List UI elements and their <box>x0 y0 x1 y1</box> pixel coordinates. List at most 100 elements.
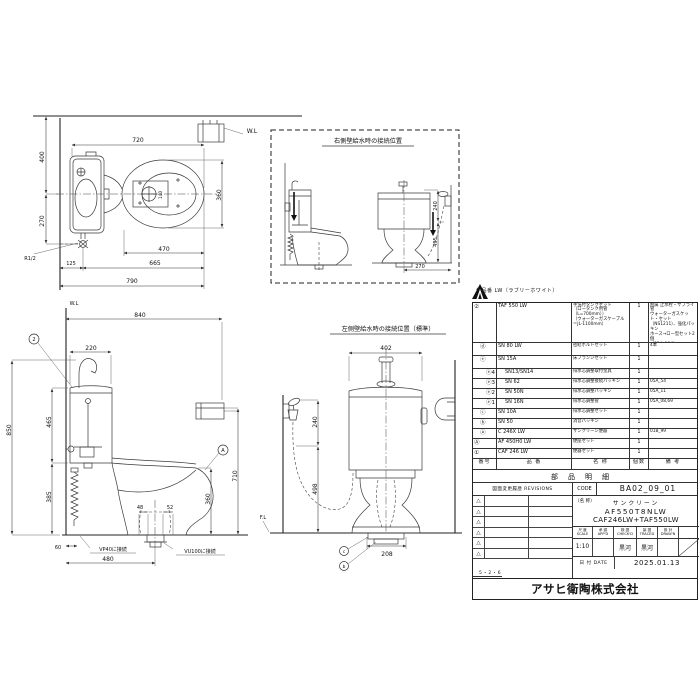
row-remarks: 05A_08,69 <box>649 399 697 409</box>
plan-dim-665: 665 <box>149 260 161 267</box>
side-dim-52: 52 <box>167 505 173 511</box>
traced-stamp: 黒河 <box>637 539 658 556</box>
front-view-title: 左側壁給水時の接続位置（標準） <box>342 325 435 333</box>
plan-dim-360: 360 <box>216 189 223 201</box>
side-view: W.L 840 2 220 <box>6 301 248 566</box>
table-header-row: 番号 品 番 名 称 個数 備 考 <box>473 459 697 470</box>
product-model: AF550T8NLW <box>604 507 668 516</box>
front-dim-240: 240 <box>312 416 319 428</box>
row-part: SN 62 <box>497 379 572 389</box>
date-label: 日 付 DATE <box>573 557 615 569</box>
revision-row: △ <box>473 548 572 559</box>
corner-note: 5・2・6 <box>473 568 502 577</box>
row-name: 便器セット <box>572 449 630 459</box>
side-dim-480: 480 <box>102 556 114 563</box>
front-view: 左側壁給水時の接続位置（標準） F.L 402 240 498 <box>260 325 462 571</box>
row-name: 排水芯調整取付金具 <box>572 369 630 379</box>
row-part: TAF 550 LW <box>497 303 572 343</box>
revision-row: △ <box>473 506 572 517</box>
row-part: C 246X LW <box>497 429 572 439</box>
row-name: 排水芯調整管 <box>572 399 630 409</box>
plan-r-half-label: R1/2 <box>24 256 36 262</box>
row-qty: 1 <box>630 389 649 399</box>
plan-dim-720: 720 <box>132 137 144 144</box>
row-mark: ⓔ1 <box>473 399 497 409</box>
inset-dim-240: 240 <box>433 201 439 211</box>
inset-dim-495: 495 <box>433 237 439 247</box>
table-row: ⓔ1 SN 16N 排水芯調整管 1 05A_08,69 <box>473 399 697 409</box>
table-row: ① CAF 246 LW 便器セット 1 <box>473 449 697 459</box>
inset-right-supply: 右側壁給水時の接続位置 240 495 <box>270 129 460 284</box>
row-remarks: 05A_11 <box>649 389 697 399</box>
diagonal-slash <box>679 539 699 556</box>
row-part: SN 16N <box>497 399 572 409</box>
scale-label: 尺 度 SCALE <box>573 527 593 538</box>
row-mark: Ⓐ <box>473 439 497 449</box>
row-name: サンクリーン便器 <box>572 429 630 439</box>
row-qty: 1 <box>630 356 649 369</box>
row-remarks <box>649 439 697 449</box>
row-mark: ⓔ4 <box>473 369 497 379</box>
front-dim-208: 208 <box>381 551 393 558</box>
approved-label: 承 認 APP'D <box>593 527 614 538</box>
row-part: SN 50 <box>497 419 572 429</box>
revision-row: △ <box>473 538 572 549</box>
row-mark: ⓐ <box>473 429 497 439</box>
date-value: 2025.01.13 <box>633 558 681 567</box>
row-qty: 1 <box>630 379 649 389</box>
row-remarks: 4本 <box>649 343 697 356</box>
inset-title: 右側壁給水時の接続位置 <box>334 137 402 145</box>
name-label: （名 称） <box>575 499 595 504</box>
date-row: 日 付 DATE 2025.01.13 <box>573 557 699 569</box>
table-row: ⓒ SN 10A 排水芯調整セット 1 <box>473 409 697 419</box>
row-name: 手洗付タンクセット （ロータンク用管（L=700mm）） （ウォーターガスケーブ… <box>572 303 630 343</box>
plan-dim-140: 140 <box>158 191 164 199</box>
side-mark-bowl: A <box>221 448 225 454</box>
col-header-remarks: 備 考 <box>649 459 697 470</box>
revision-triangle-icon: △ <box>473 538 485 548</box>
table-row: Ⓐ AF 450H0 LW 便座セット 1 <box>473 439 697 449</box>
drawn-stamp <box>658 539 679 556</box>
spare-cell <box>679 539 699 556</box>
row-name: 便座セット <box>572 439 630 449</box>
row-mark: ① <box>473 449 497 459</box>
company-bar: アサヒ衛陶株式会社 <box>472 284 697 599</box>
row-part: SN 50N <box>497 389 572 399</box>
side-vu100-label: VU100に接続 <box>184 548 216 555</box>
side-dim-360: 360 <box>205 493 212 505</box>
plan-wl-label: W.L <box>247 128 258 135</box>
table-row: ⓐ C 246X LW サンクリーン便器 1 01B_99 <box>473 429 697 439</box>
row-mark: ⓔ3 <box>473 379 497 389</box>
side-vp40-label: VP40に接続 <box>99 546 127 553</box>
row-qty: 1 <box>630 449 649 459</box>
revision-triangle-icon: △ <box>473 506 485 517</box>
col-header-no: 番号 <box>473 459 497 470</box>
side-dim-48: 48 <box>137 505 143 511</box>
row-part: AF 450H0 LW <box>497 439 572 449</box>
asahi-eito-logo-icon <box>472 284 488 299</box>
row-qty: 1 <box>630 343 649 356</box>
row-qty: 1 <box>630 439 649 449</box>
plan-dim-400: 400 <box>39 151 46 163</box>
row-remarks: 附属 止水栓・サプライ管 ウォーターガスケット・セット （NS1211）、強化パ… <box>649 303 697 343</box>
row-qty: 1 <box>630 409 649 419</box>
table-row: ⓔ2 SN 50N 排水芯調整パッキン 1 05A_11 <box>473 389 697 399</box>
front-dim-498: 498 <box>312 483 319 495</box>
col-header-name: 名 称 <box>572 459 630 470</box>
revision-row: △ <box>473 527 572 538</box>
product-series: サンクリーン <box>612 501 660 507</box>
product-combination: CAF246LW+TAF550LW <box>593 516 679 524</box>
row-name: 密結ボルトセット <box>572 343 630 356</box>
row-part: SN 15A <box>497 356 572 369</box>
approval-header-row: 尺 度 SCALE 承 認 APP'D 検 図 CHECK'D 製 図 TRAC… <box>573 527 699 539</box>
side-dim-465: 465 <box>46 416 53 428</box>
side-dim-385: 385 <box>46 491 53 503</box>
title-block: 色品番 LW（ラブリーホワイト） ② TAF 550 LW 手洗付タンクセット … <box>472 284 699 600</box>
row-mark: ⓒ <box>473 409 497 419</box>
table-row: ② TAF 550 LW 手洗付タンクセット （ロータンク用管（L=700mm）… <box>473 303 697 343</box>
front-mark-c: c <box>343 550 346 555</box>
revisions-label: 図面変更履歴 REVISIONS <box>473 483 573 495</box>
color-code-note: 色品番 LW（ラブリーホワイト） <box>476 288 558 294</box>
side-dim-710: 710 <box>232 470 239 482</box>
